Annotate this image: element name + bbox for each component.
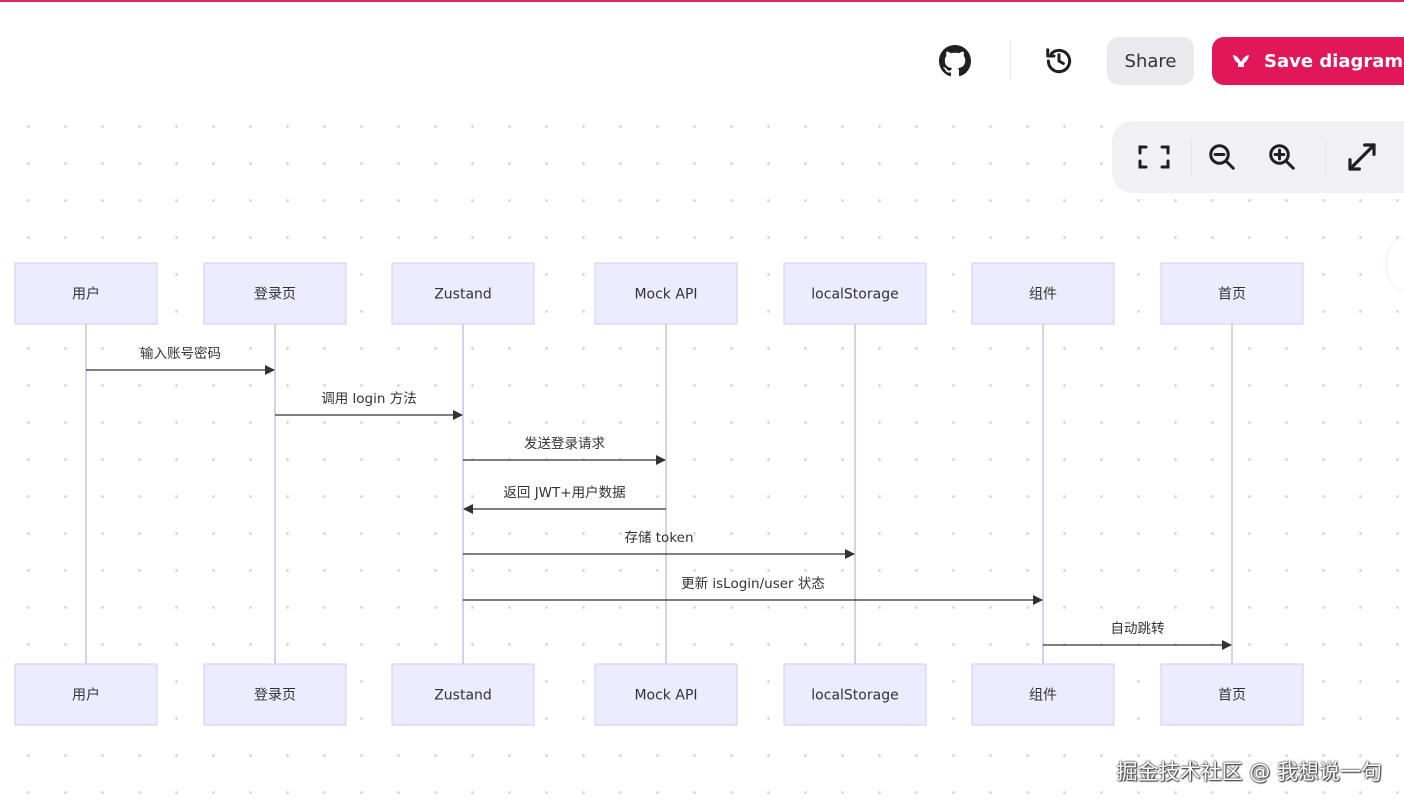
participant-label: Mock API (634, 287, 697, 303)
participant-box (1160, 663, 1304, 726)
participant-label: 用户 (72, 286, 100, 303)
message-label: 输入账号密码 (140, 345, 221, 362)
message: 输入账号密码 (86, 345, 275, 375)
participant-box (783, 262, 927, 325)
participant-top[interactable]: 首页 (1160, 262, 1304, 325)
participant-box (1160, 262, 1304, 325)
participant-box (971, 663, 1115, 726)
share-button-label: Share (1124, 50, 1177, 72)
share-button[interactable]: Share (1107, 37, 1194, 85)
participant-label: localStorage (811, 287, 898, 303)
participant-label: 组件 (1029, 287, 1057, 303)
expand-icon[interactable] (1343, 138, 1381, 176)
participant-bottom[interactable]: Zustand (391, 663, 535, 726)
message: 自动跳转 (1043, 621, 1232, 650)
participant-bottom[interactable]: 用户 (14, 663, 158, 726)
message: 存储 token (463, 530, 855, 559)
participant-label: 组件 (1029, 688, 1057, 704)
message: 调用 login 方法 (275, 391, 463, 420)
message-label: 返回 JWT+用户数据 (503, 484, 625, 501)
participant-top[interactable]: localStorage (783, 262, 927, 325)
participant-box (14, 262, 158, 325)
github-icon[interactable] (936, 42, 974, 80)
participant-bottom[interactable]: 组件 (971, 663, 1115, 726)
participant-bottom[interactable]: localStorage (783, 663, 927, 726)
participant-top[interactable]: 登录页 (203, 262, 347, 325)
top-accent-bar (0, 0, 1404, 2)
header-divider (1010, 42, 1011, 80)
participant-label: 用户 (72, 687, 100, 704)
participant-top[interactable]: Zustand (391, 262, 535, 325)
mermaid-logo-icon (1232, 53, 1250, 69)
side-panel-handle[interactable] (1388, 238, 1404, 290)
message: 返回 JWT+用户数据 (463, 484, 666, 514)
message-label: 发送登录请求 (524, 436, 605, 452)
participant-box (783, 663, 927, 726)
message-label: 更新 isLogin/user 状态 (681, 576, 825, 592)
participant-bottom[interactable]: Mock API (594, 663, 738, 726)
participant-box (594, 663, 738, 726)
participant-box (391, 663, 535, 726)
participant-top[interactable]: 组件 (971, 262, 1115, 325)
message-label: 调用 login 方法 (321, 391, 416, 407)
participant-box (203, 262, 347, 325)
participant-box (391, 262, 535, 325)
zoom-out-icon[interactable] (1204, 140, 1240, 174)
participant-box (14, 663, 158, 726)
participant-top[interactable]: Mock API (594, 262, 738, 325)
history-icon[interactable] (1040, 42, 1078, 80)
participant-top[interactable]: 用户 (14, 262, 158, 325)
zoom-in-icon[interactable] (1264, 140, 1300, 174)
message-label: 存储 token (624, 530, 693, 546)
participant-box (594, 262, 738, 325)
save-diagram-label: Save diagram (1264, 50, 1404, 72)
participant-box (971, 262, 1115, 325)
participant-label: Mock API (634, 688, 697, 704)
participant-box (203, 663, 347, 726)
participant-label: Zustand (434, 688, 492, 704)
participant-bottom[interactable]: 登录页 (203, 663, 347, 726)
toolbar-divider (1191, 140, 1192, 176)
participant-label: 登录页 (254, 688, 296, 704)
message-label: 自动跳转 (1111, 621, 1165, 637)
save-diagram-button[interactable]: Save diagram (1212, 37, 1404, 85)
participant-bottom[interactable]: 首页 (1160, 663, 1304, 726)
message: 更新 isLogin/user 状态 (463, 576, 1043, 605)
participant-label: localStorage (811, 688, 898, 704)
watermark: 掘金技术社区 @ 我想说一句 (1116, 760, 1382, 784)
participant-label: Zustand (434, 287, 492, 303)
canvas-toolbar (1112, 121, 1404, 193)
toolbar-divider (1325, 140, 1326, 176)
fit-view-icon[interactable] (1136, 140, 1172, 174)
participant-label: 登录页 (254, 287, 296, 303)
message: 发送登录请求 (463, 436, 666, 465)
participant-label: 首页 (1218, 688, 1246, 704)
participant-label: 首页 (1218, 287, 1246, 303)
